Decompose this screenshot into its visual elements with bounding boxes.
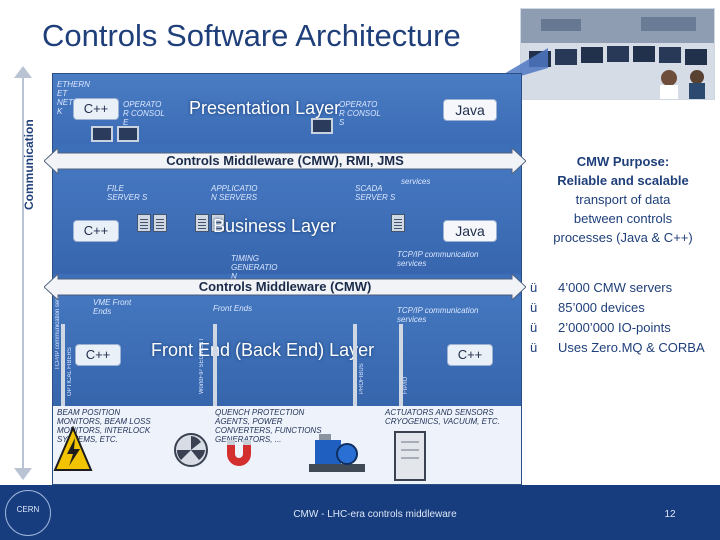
timing-generation-label: TIMING GENERATIO N xyxy=(231,254,278,281)
purpose-line: processes (Java & C++) xyxy=(553,230,693,245)
cpp-tag-front-left: C++ xyxy=(75,344,121,366)
file-servers-label: FILE SERVER S xyxy=(107,184,148,202)
worldfip-segment-label: WorldFIP SEGMENT xyxy=(199,337,205,394)
server-icon xyxy=(153,214,167,232)
middleware-top-label: Controls Middleware (CMW), RMI, JMS xyxy=(166,153,404,168)
java-tag-top: Java xyxy=(443,99,497,121)
cabinet-icon xyxy=(394,431,426,481)
devices-band xyxy=(53,406,521,484)
scada-servers-label: SCADA SERVER S xyxy=(355,184,396,202)
middleware-top-label-wrap: Controls Middleware (CMW), RMI, JMS xyxy=(44,148,526,174)
purpose-title: CMW Purpose: xyxy=(576,154,670,169)
java-tag-business: Java xyxy=(443,220,497,242)
front-end-layer-title: Front End (Back End) Layer xyxy=(151,340,375,360)
check-icon: ü xyxy=(530,340,538,355)
profibus-label: PROFIBUS xyxy=(359,363,365,394)
check-icon: ü xyxy=(530,280,538,295)
middleware-bottom-arrow xyxy=(44,274,526,300)
cern-logo xyxy=(5,490,51,536)
front-end-band xyxy=(53,296,521,406)
cpp-tag-top: C++ xyxy=(73,98,119,120)
business-layer-title: Business Layer xyxy=(213,216,337,236)
server-icon xyxy=(211,214,225,232)
optical-fibers-label: OPTICAL FIBERS xyxy=(67,347,73,396)
optical-fiber-rail xyxy=(61,324,65,406)
footer-text: CMW - LHC-era controls middleware xyxy=(293,509,457,520)
fipio-label: FIP/IO xyxy=(403,376,409,394)
cern-logo-text: CERN xyxy=(16,505,40,514)
vme-front-ends-label: VME Front Ends xyxy=(93,298,132,316)
middleware-top-arrow xyxy=(44,148,526,174)
operator-console-left-label: OPERATO R CONSOL E xyxy=(123,100,165,127)
tcpip-services-bottom-label: TCP/IP communication services xyxy=(397,306,479,324)
fan-icon xyxy=(174,433,208,467)
pump-icon xyxy=(309,434,365,472)
cpp-tag-front-right: C++ xyxy=(447,344,493,366)
check-icon: ü xyxy=(530,300,538,315)
cmw-purpose: CMW Purpose: Reliable and scalable trans… xyxy=(538,152,708,247)
console-screen-icon xyxy=(91,126,113,142)
services-label: services xyxy=(401,177,431,186)
magnet-icon xyxy=(227,440,251,466)
middleware-bottom-label: Controls Middleware (CMW) xyxy=(198,279,372,294)
purpose-line: transport of data xyxy=(575,192,671,207)
down-arrow-icon xyxy=(14,468,32,480)
front-ends-label: Front Ends xyxy=(213,304,253,313)
middleware-bottom-label-wrap: Controls Middleware (CMW) xyxy=(44,274,526,300)
console-screen-icon xyxy=(311,118,333,134)
presentation-layer-title: Presentation Layer xyxy=(189,98,341,118)
operator-console-right-label: OPERATO R CONSOL S xyxy=(339,100,381,127)
profibus-rail xyxy=(353,324,357,406)
worldfip-rail xyxy=(213,324,217,406)
server-icon xyxy=(137,214,151,232)
purpose-line: Reliable and scalable xyxy=(557,173,689,188)
tcpip-services-top-label: TCP/IP communication services xyxy=(397,250,479,268)
purpose-line: between controls xyxy=(573,211,673,226)
server-icon xyxy=(195,214,209,232)
quench-devices-label: QUENCH PROTECTION AGENTS, POWER CONVERTE… xyxy=(215,408,322,444)
architecture-diagram: ETHERN ET NETWOR K TCP/IP communication … xyxy=(52,73,522,485)
check-icon: ü xyxy=(530,320,538,335)
actuators-devices-label: ACTUATORS AND SENSORS CRYOGENICS, VACUUM… xyxy=(385,408,500,426)
server-icon xyxy=(391,214,405,232)
page-number: 12 xyxy=(664,509,676,520)
slide-footer xyxy=(0,485,720,540)
business-band xyxy=(53,166,521,274)
application-servers-label: APPLICATIO N SERVERS xyxy=(211,184,258,202)
control-room-image xyxy=(521,9,714,99)
fipio-rail xyxy=(399,324,403,406)
cpp-tag-business: C++ xyxy=(73,220,119,242)
communication-axis xyxy=(22,72,24,472)
up-arrow-icon xyxy=(14,66,32,78)
high-voltage-icon xyxy=(53,426,93,471)
console-screen-icon xyxy=(117,126,139,142)
slide-title: Controls Software Architecture xyxy=(42,18,461,53)
beam-devices-label: BEAM POSITION MONITORS, BEAM LOSS MONITO… xyxy=(57,408,151,444)
